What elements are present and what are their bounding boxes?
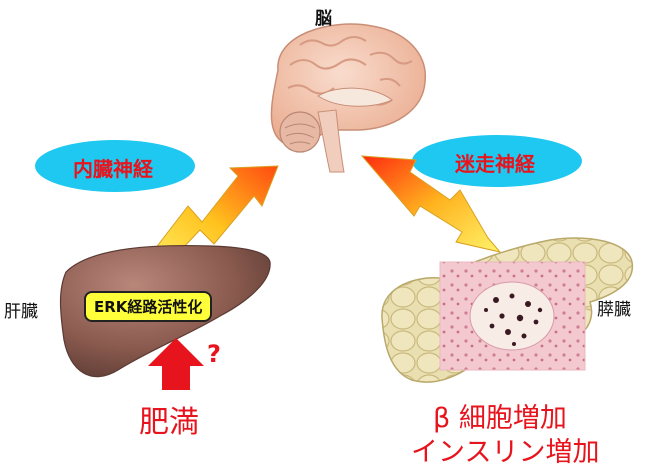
brain-illustration (270, 23, 426, 173)
brain-label: 脳 (315, 9, 332, 29)
erk-activation-badge: ERK経路活性化 (84, 291, 213, 322)
islet-histology-image (439, 261, 586, 371)
vagus-nerve-label: 迷走神経 (455, 152, 535, 176)
beta-cell-increase-label: β 細胞増加 (433, 403, 567, 434)
question-mark: ? (207, 340, 221, 368)
vagus-nerve-bolt (360, 155, 502, 253)
visceral-nerve-label: 内臓神経 (73, 157, 153, 181)
vagus-nerve-oval (412, 135, 582, 187)
visceral-nerve-oval (35, 140, 195, 192)
pancreas-label: 膵臓 (597, 300, 631, 320)
obesity-label: 肥満 (139, 405, 199, 440)
liver-label: 肝臓 (4, 302, 38, 322)
up-arrow-icon (148, 338, 204, 390)
insulin-increase-label: インスリン増加 (411, 437, 600, 468)
